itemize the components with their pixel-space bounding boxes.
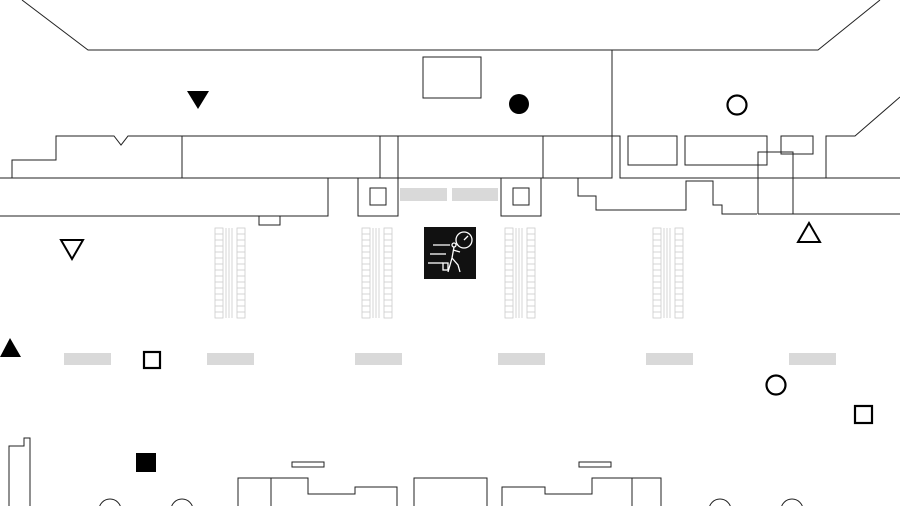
escalator-bank: [361, 227, 393, 319]
open-triangle-down-marker[interactable]: [59, 239, 85, 261]
escalator-bank: [504, 227, 536, 319]
escalator-bank: [214, 227, 246, 319]
escalators: [214, 227, 684, 319]
running-late-traveler-icon: [428, 231, 473, 273]
open-square-marker[interactable]: [853, 404, 874, 425]
open-circle-marker[interactable]: [765, 374, 787, 396]
filled-triangle-down-marker[interactable]: [187, 91, 209, 109]
open-circle-marker[interactable]: [726, 94, 748, 116]
markers: [0, 91, 874, 472]
center-sign[interactable]: [424, 227, 476, 279]
filled-square-marker[interactable]: [136, 453, 156, 472]
open-square-marker[interactable]: [142, 350, 162, 370]
open-triangle-up-marker[interactable]: [796, 221, 822, 243]
zones: [64, 188, 836, 365]
escalator-bank: [652, 227, 684, 319]
filled-triangle-up-marker[interactable]: [0, 338, 21, 357]
filled-circle-marker[interactable]: [509, 94, 529, 114]
